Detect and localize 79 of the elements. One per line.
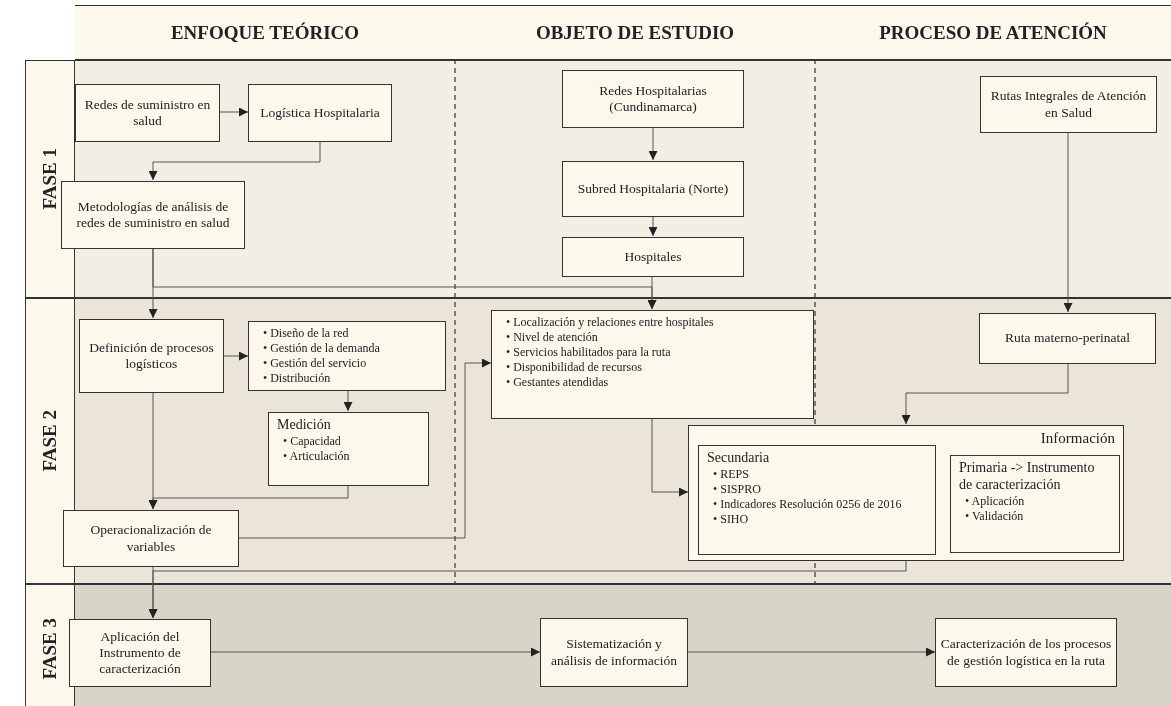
box-heading: Secundaria <box>707 450 771 467</box>
arrow <box>148 484 349 510</box>
list-item: • SISPRO <box>713 481 762 497</box>
process-box <box>248 84 392 142</box>
arrow <box>148 559 907 619</box>
list-box <box>950 455 1120 553</box>
column-header <box>75 5 455 60</box>
box-label: Operacionalización de variables <box>89 522 213 555</box>
box-label: Ruta materno-perinatal <box>1005 330 1130 347</box>
list-item: • Disponibilidad de recursos <box>506 360 643 375</box>
arrow <box>1063 131 1073 313</box>
list-item: • Validación <box>965 508 1025 524</box>
column-title: ENFOQUE TEÓRICO <box>170 21 360 44</box>
list-box <box>491 310 814 419</box>
box-label: Rutas Integrales de Atención en Salud <box>989 88 1148 121</box>
group-title: Información <box>1040 430 1115 447</box>
column-title: PROCESO DE ATENCIÓN <box>879 21 1107 44</box>
box-label: Hospitales <box>624 248 682 266</box>
list-item: • Gestión del servicio <box>263 356 368 371</box>
list-item: • REPS <box>713 466 750 482</box>
process-box <box>63 510 239 567</box>
process-box <box>75 84 220 142</box>
list-box <box>698 445 936 555</box>
list-item: • Nivel de atención <box>506 330 599 345</box>
process-box <box>61 181 245 249</box>
arrow <box>647 275 657 310</box>
list-box <box>248 321 446 391</box>
arrow <box>148 140 321 181</box>
arrow <box>648 126 658 161</box>
box-label: Logística Hospitalaria <box>260 104 380 122</box>
list-item: • Indicadores Resolución 0256 de 2016 <box>713 496 903 512</box>
box-label: Subred Hospitalaria (Norte) <box>577 180 729 198</box>
group-box <box>688 425 1124 561</box>
arrow <box>238 358 492 539</box>
list-item: • Diseño de la red <box>263 326 350 341</box>
box-label: Redes Hospitalarias (Cundinamarca) <box>598 82 708 116</box>
arrow <box>223 351 249 361</box>
list-item: • Gestión de la demanda <box>263 341 381 356</box>
list-item: • Capacidad <box>283 433 342 449</box>
phase-band <box>25 60 1171 298</box>
arrow <box>343 389 353 412</box>
process-box <box>540 618 688 687</box>
arrow <box>648 215 658 237</box>
process-box <box>562 237 744 277</box>
process-box <box>69 619 211 687</box>
arrow <box>219 107 249 117</box>
process-box <box>935 618 1117 687</box>
list-item: • Aplicación <box>965 493 1026 509</box>
list-item: • Distribución <box>263 371 332 386</box>
box-label: Aplicación del Instrumento de caracterización <box>98 628 182 678</box>
arrow <box>687 647 936 657</box>
list-item: • Localización y relaciones entre hospitales <box>506 315 715 330</box>
box-label: Caracterización de los procesos de gestión logística en la ruta <box>940 636 1112 669</box>
box-label: Metodologías de análisis de redes de suministro en salud <box>75 198 231 232</box>
list-box <box>268 412 429 486</box>
list-item: • Articulación <box>283 448 351 464</box>
column-header <box>815 5 1171 60</box>
column-title: OBJETO DE ESTUDIO <box>535 21 735 44</box>
process-box <box>562 70 744 128</box>
arrow <box>210 647 541 657</box>
box-label: Definición de procesos logísticos <box>88 339 215 373</box>
list-item: • Servicios habilitados para la ruta <box>506 345 672 360</box>
process-box <box>79 319 224 393</box>
phase-band <box>25 584 1171 706</box>
process-box <box>979 313 1156 364</box>
phase-band <box>25 298 1171 584</box>
process-box <box>562 161 744 217</box>
arrow <box>651 417 689 497</box>
phase-label: FASE 3 <box>39 618 61 680</box>
phase-label: FASE 1 <box>39 148 61 210</box>
arrow <box>901 362 1069 425</box>
list-item: • SIHO <box>713 511 750 527</box>
list-item: • Gestantes atendidas <box>506 375 610 390</box>
box-heading: Primaria -> Instrumento de caracterización <box>959 460 1096 494</box>
box-label: Redes de suministro en salud <box>83 96 212 130</box>
process-box <box>980 76 1157 133</box>
box-label: Sistematización y análisis de información <box>550 636 678 669</box>
phase-label: FASE 2 <box>39 410 61 472</box>
box-heading: Medición <box>277 417 332 434</box>
